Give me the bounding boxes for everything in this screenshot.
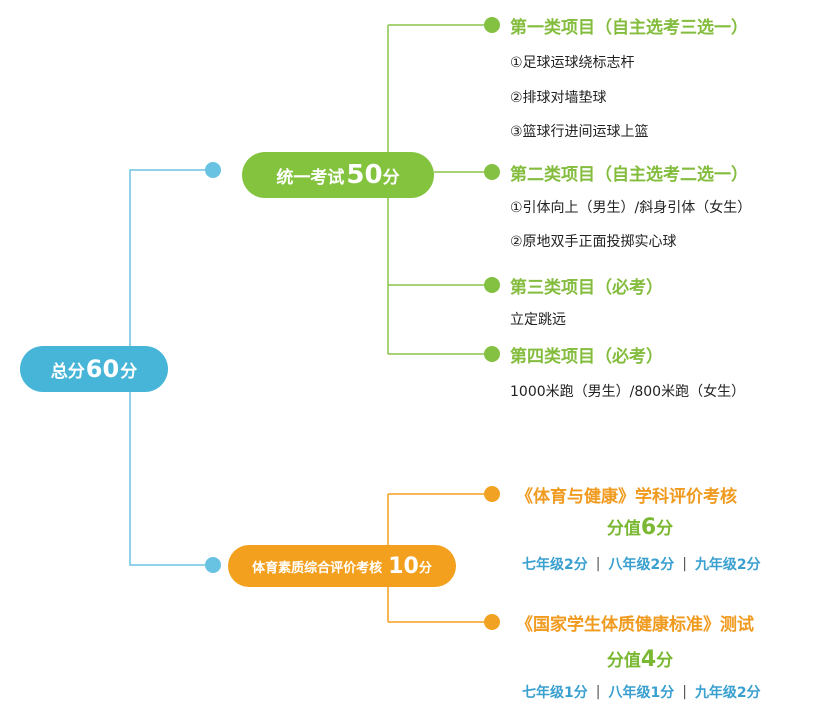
evaluation1-grade8: 八年级2分 <box>608 557 675 573</box>
category4-item1: 1000米跑（男生）/800米跑（女生） <box>510 384 746 400</box>
root-number: 60 <box>85 355 120 383</box>
category3-title: 第三类项目（必考） <box>510 278 663 298</box>
evaluation1-grade9: 九年级2分 <box>694 557 761 573</box>
category1-item3: ③篮球行进间运球上篮 <box>510 124 649 140</box>
category1-item1: ①足球运球绕标志杆 <box>510 55 635 71</box>
evaluation1-score-prefix: 分值 <box>606 519 641 539</box>
category2-dot <box>484 164 500 180</box>
branch2-blue-dot <box>205 557 221 573</box>
evaluation1-title: 《体育与健康》学科评价考核 <box>516 487 737 507</box>
evaluation2-grade7: 七年级1分 <box>522 685 588 701</box>
category3-item1: 立定跳远 <box>510 312 566 328</box>
category1-dot <box>484 17 500 33</box>
category2-item2: ②原地双手正面投掷实心球 <box>510 234 677 250</box>
evaluation2-separator1: | <box>595 684 601 700</box>
evaluation1-score-number: 6 <box>640 515 657 540</box>
evaluation1-separator2: | <box>682 556 687 572</box>
evaluation1-grade7: 七年级2分 <box>522 557 588 573</box>
branch1-number: 50 <box>346 160 383 190</box>
root-connector <box>129 169 210 566</box>
branch1-prefix: 统一考试 <box>276 167 345 188</box>
evaluation1-score-unit: 分 <box>656 519 674 539</box>
evaluation2-grade9: 九年级2分 <box>694 685 761 701</box>
category4-title: 第四类项目（必考） <box>510 347 663 367</box>
branch1-unit: 分 <box>382 167 400 188</box>
category3-dot <box>484 277 500 293</box>
category1-title: 第一类项目（自主选考三选一） <box>510 18 748 38</box>
evaluation2-grades: 七年级1分 | 八年级1分 | 九年级2分 <box>522 682 761 702</box>
branch2-number: 10 <box>388 553 419 579</box>
evaluation2-dot <box>484 614 500 630</box>
branch2-prefix: 体育素质综合评价考核 <box>252 560 383 576</box>
evaluation2-score-prefix: 分值 <box>606 651 641 671</box>
branch-unified-exam: 统一考试 50 分 <box>242 152 434 198</box>
category4-dot <box>484 346 500 362</box>
evaluation1-dot <box>484 486 500 502</box>
root-node-total-score: 总分 60 分 <box>20 346 168 392</box>
evaluation2-score-unit: 分 <box>656 651 674 671</box>
evaluation2-separator2: | <box>682 684 687 700</box>
evaluation1-separator1: | <box>595 556 601 572</box>
branch1-blue-dot <box>205 162 221 178</box>
evaluation2-title: 《国家学生体质健康标准》测试 <box>516 615 754 635</box>
root-prefix: 总分 <box>50 361 85 382</box>
category2-title: 第二类项目（自主选考二选一） <box>510 165 748 185</box>
evaluation1-score: 分值6分 <box>600 514 680 540</box>
branch-comprehensive-evaluation: 体育素质综合评价考核 10 分 <box>228 545 456 587</box>
root-unit: 分 <box>120 361 138 382</box>
branch2-unit: 分 <box>418 560 432 576</box>
evaluation2-grade8: 八年级1分 <box>608 685 675 701</box>
category1-item2: ②排球对墙垫球 <box>510 90 607 106</box>
evaluation2-score: 分值4分 <box>600 646 680 672</box>
category2-item1: ①引体向上（男生）/斜身引体（女生） <box>510 200 752 216</box>
evaluation2-score-number: 4 <box>640 647 657 672</box>
evaluation1-grades: 七年级2分 | 八年级2分 | 九年级2分 <box>522 554 761 574</box>
